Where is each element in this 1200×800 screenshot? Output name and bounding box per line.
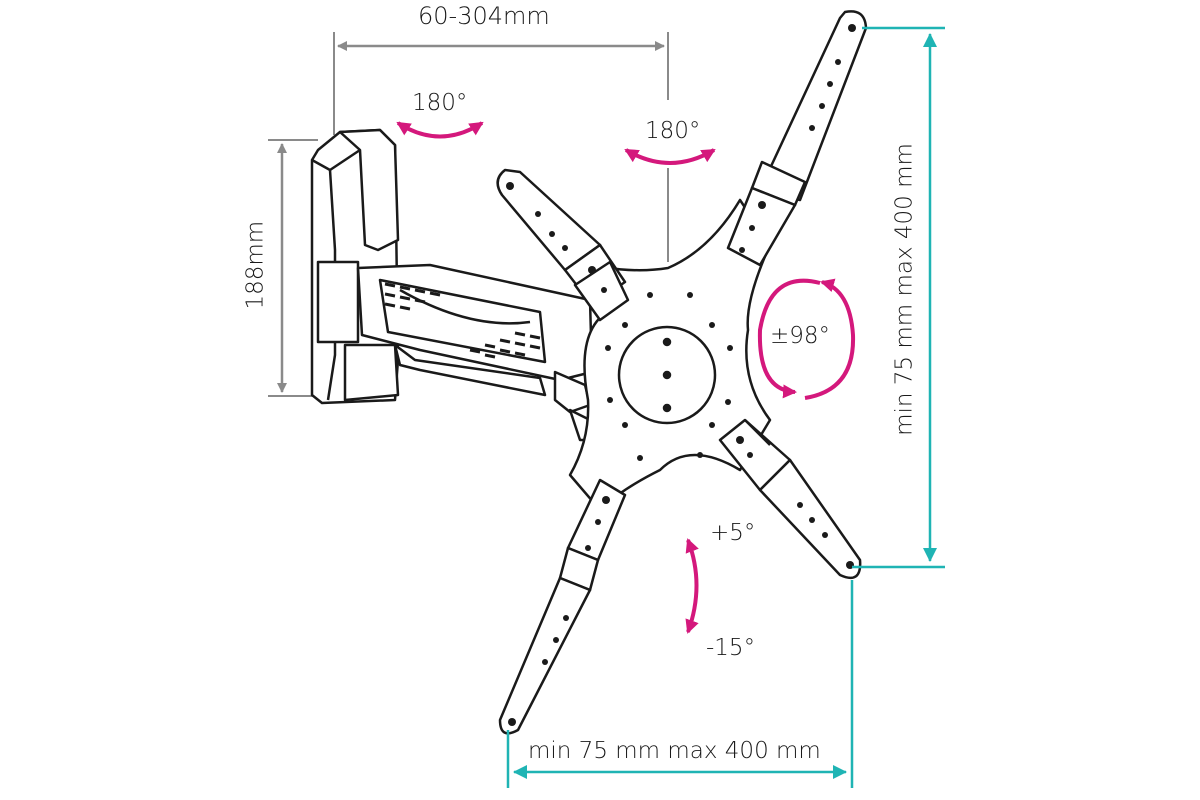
tilt-arrow xyxy=(685,538,699,634)
rotation-label: ±98° xyxy=(770,323,831,349)
vesa-vertical-label: min 75 mm max 400 mm xyxy=(891,143,918,436)
vesa-arm-bottom-right-holes xyxy=(736,436,854,569)
vesa-arm-top-right xyxy=(726,10,868,267)
arm-reach-dimension xyxy=(333,32,669,262)
wall-swivel-label: 180° xyxy=(412,90,468,116)
head-swivel-arrow xyxy=(624,148,716,165)
vesa-arm-top-left-holes xyxy=(506,182,607,293)
vesa-vertical-dimension xyxy=(852,26,945,569)
wall-plate-height-label: 188mm xyxy=(242,220,269,310)
vesa-arm-top-right-holes xyxy=(739,24,856,253)
wall-swivel-arrow xyxy=(396,121,484,139)
wall-plate-height-dimension xyxy=(268,139,318,397)
rotation-arrow xyxy=(757,278,856,400)
vesa-horizontal-label: min 75 mm max 400 mm xyxy=(528,738,821,764)
vesa-arm-bottom-left-holes xyxy=(508,496,610,726)
tilt-down-label: -15° xyxy=(706,635,756,661)
vesa-horizontal-dimension xyxy=(506,580,854,788)
tilt-up-label: +5° xyxy=(710,520,756,546)
arm-reach-label: 60-304mm xyxy=(418,2,550,30)
arm-vents xyxy=(384,282,541,359)
vesa-arm-bottom-left xyxy=(498,478,627,735)
plate-mounting-holes xyxy=(605,292,733,461)
extension-arm xyxy=(356,263,600,442)
vesa-arm-top-left xyxy=(496,168,630,322)
head-swivel-label: 180° xyxy=(645,118,701,144)
